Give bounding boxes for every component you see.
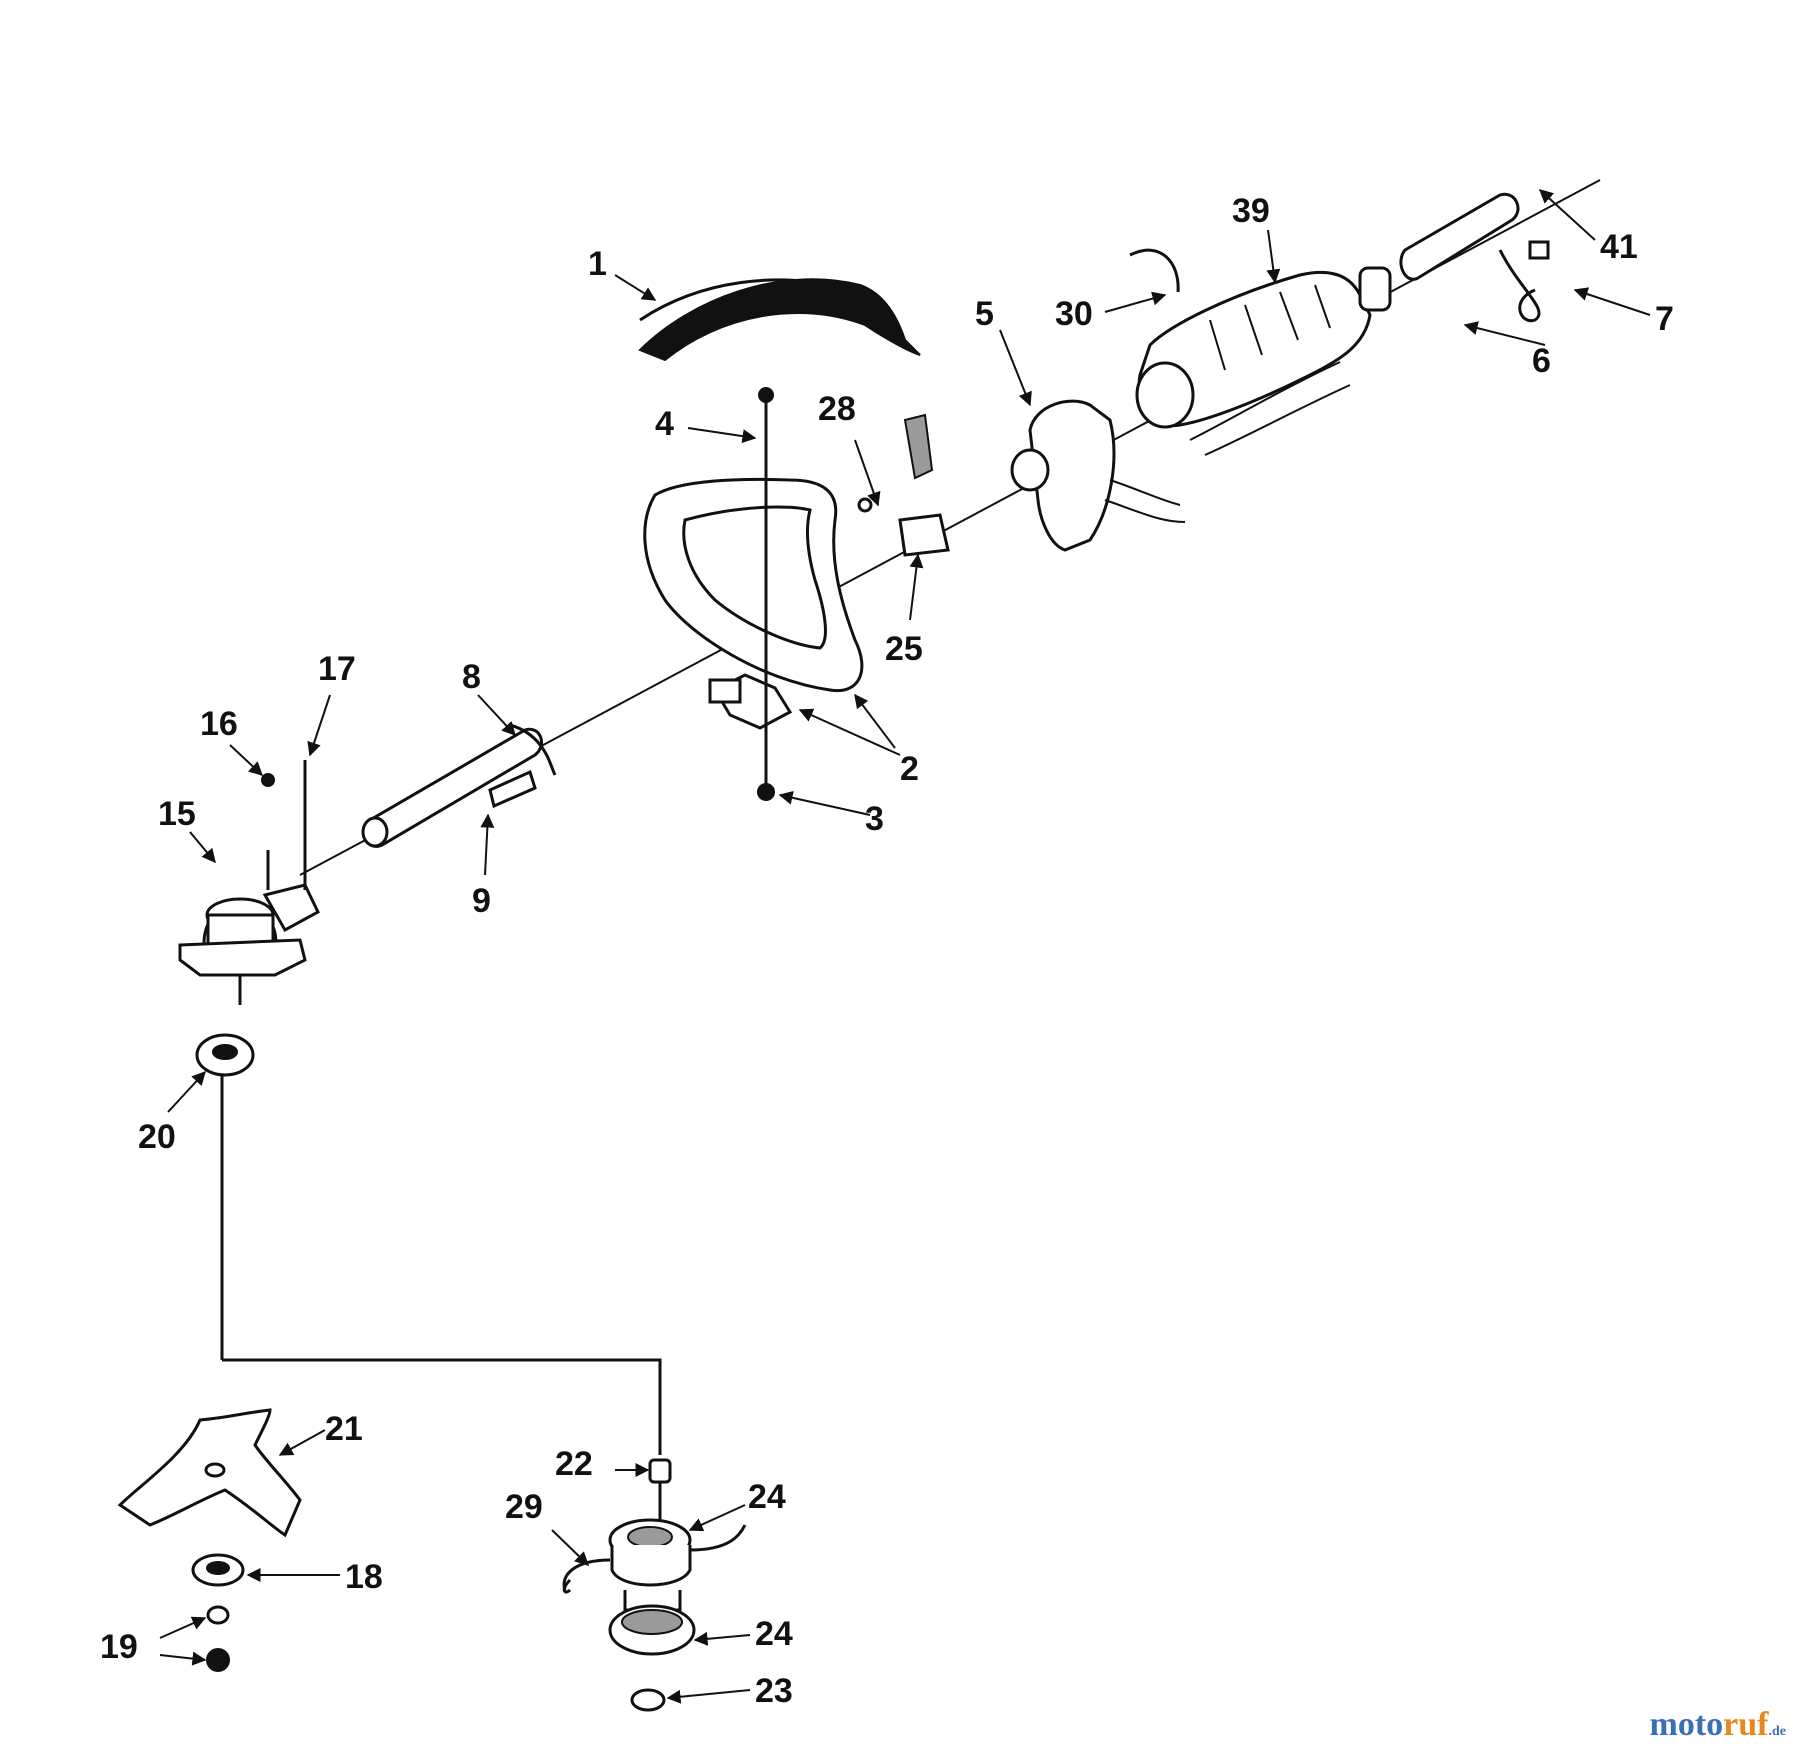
part-18-19-washer-nut — [191, 1553, 245, 1672]
callout-30: 29 — [505, 1488, 543, 1526]
watermark-part-1: moto — [1649, 1706, 1724, 1743]
callout-3: 3 — [865, 800, 884, 838]
callout-2: 2 — [900, 750, 919, 788]
callout-53: 41 — [1600, 228, 1638, 266]
callout-4: 4 — [655, 405, 674, 443]
callout-29: 28 — [818, 390, 856, 428]
part-20-bearing — [195, 1033, 255, 1360]
part-7-hook — [1498, 240, 1550, 323]
part-15-gearhead — [178, 760, 320, 1005]
callout-24: 24 — [755, 1615, 793, 1653]
callout-7: 7 — [1655, 300, 1674, 338]
part-53-tube — [1399, 192, 1520, 281]
callout-41: 39 — [1232, 192, 1270, 230]
callout-25: 24 — [748, 1478, 786, 1516]
part-5-housing — [1010, 399, 1186, 552]
callout-5: 5 — [975, 295, 994, 333]
part-8-9-shaft-tube — [361, 723, 557, 848]
callout-18: 18 — [345, 1558, 383, 1596]
callout-39: 30 — [1055, 295, 1093, 333]
part-21-blade — [117, 1408, 302, 1538]
callout-8: 8 — [462, 658, 481, 696]
part-41-engine-housing — [1135, 266, 1392, 456]
callout-28: 25 — [885, 630, 923, 668]
watermark-part-2: ruf — [1723, 1706, 1769, 1743]
callout-labels: 1 4 28 25 5 30 39 41 7 6 3 2 8 9 17 16 1… — [100, 192, 1674, 1710]
part-2-loop-handle — [643, 477, 864, 730]
branch-line — [222, 1358, 662, 1455]
callout-16: 16 — [200, 705, 238, 743]
watermark-part-3: .de — [1768, 1724, 1787, 1739]
site-watermark: motoruf.de — [1650, 1706, 1786, 1744]
callout-21: 21 — [325, 1410, 363, 1448]
callout-6: 6 — [1532, 342, 1551, 380]
callout-23: 23 — [755, 1672, 793, 1710]
callout-22: 22 — [555, 1445, 593, 1483]
part-1-shield — [638, 278, 921, 362]
callout-leaders — [159, 189, 1651, 1704]
callout-19: 19 — [100, 1628, 138, 1666]
part-3-4-bolt-nut — [757, 387, 775, 801]
callout-20: 20 — [138, 1118, 176, 1156]
part-39-clip — [1129, 248, 1180, 293]
part-22-25-line-head — [562, 1458, 747, 1712]
callout-1: 1 — [588, 245, 607, 283]
callout-9: 9 — [472, 882, 491, 920]
callout-17: 17 — [318, 650, 356, 688]
callout-15: 15 — [158, 795, 196, 833]
part-28-29-trigger — [857, 413, 950, 557]
